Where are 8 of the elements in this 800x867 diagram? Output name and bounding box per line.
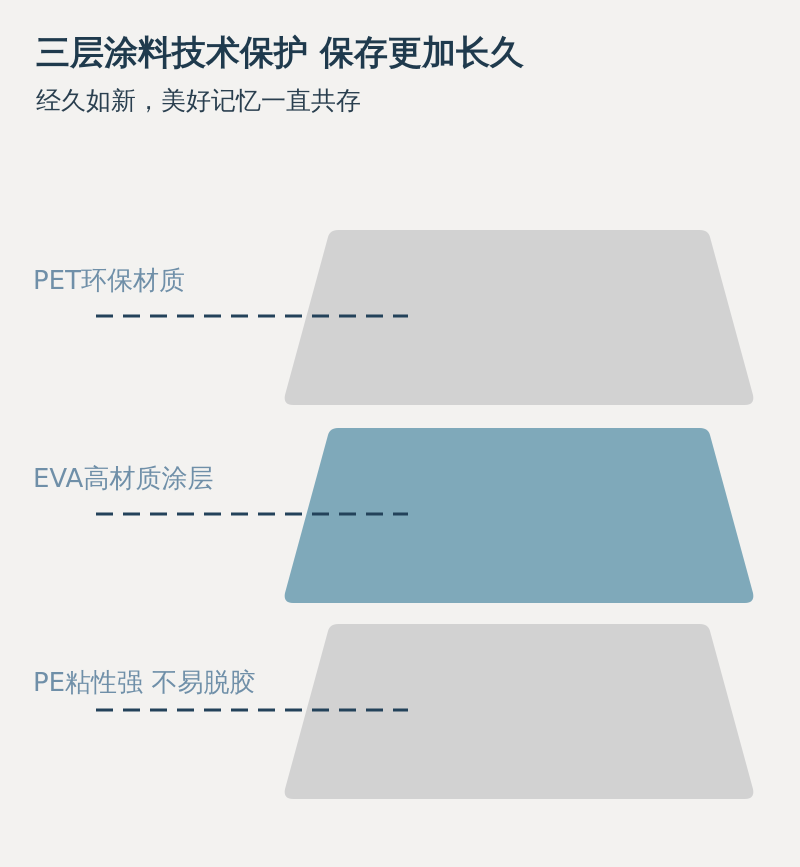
layer-label: PE粘性强 不易脱胶: [33, 665, 256, 700]
layer-label: PET环保材质: [33, 263, 185, 298]
subtitle: 经久如新，美好记忆一直共存: [36, 85, 361, 117]
leader-line: [96, 708, 408, 712]
leader-line: [96, 512, 408, 516]
layer-label: EVA高材质涂层: [33, 461, 214, 496]
title: 三层涂料技术保护 保存更加长久: [36, 32, 524, 75]
leader-line: [96, 314, 408, 318]
